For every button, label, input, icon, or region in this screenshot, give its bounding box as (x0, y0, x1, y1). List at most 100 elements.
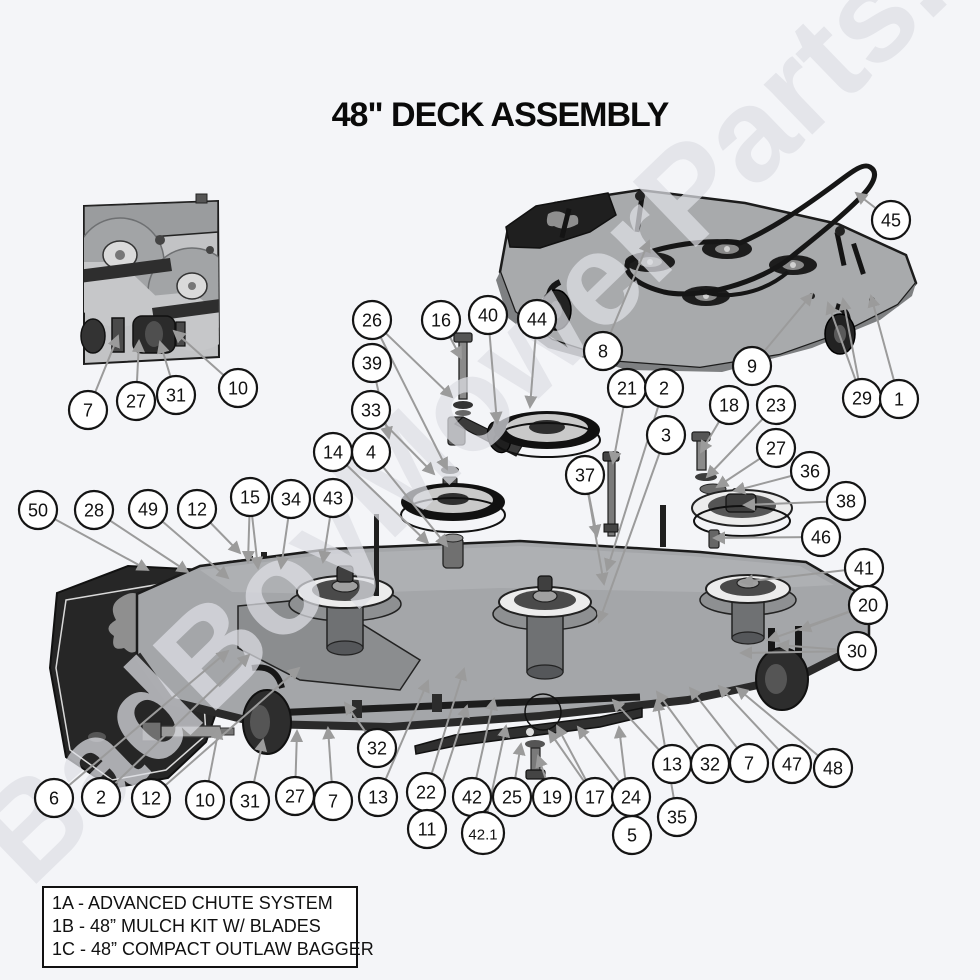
callout-23: 23 (755, 384, 797, 426)
svg-text:4: 4 (366, 443, 376, 463)
svg-text:10: 10 (228, 379, 248, 399)
callout-32: 32 (356, 727, 398, 769)
callout-35: 35 (656, 796, 698, 838)
callout-25: 25 (491, 776, 533, 818)
svg-text:27: 27 (126, 392, 146, 412)
callout-1: 1 (878, 378, 920, 420)
svg-text:9: 9 (747, 357, 757, 377)
callout-44: 44 (516, 298, 558, 340)
svg-text:50: 50 (28, 501, 48, 521)
callout-16: 16 (420, 299, 462, 341)
svg-text:13: 13 (368, 788, 388, 808)
leader-line-50 (37, 509, 150, 571)
svg-text:2: 2 (96, 788, 106, 808)
svg-text:32: 32 (700, 755, 720, 775)
svg-text:17: 17 (585, 788, 605, 808)
callout-28: 28 (73, 489, 115, 531)
svg-text:24: 24 (621, 788, 641, 808)
leader-line-13 (377, 679, 430, 798)
callout-41: 41 (843, 547, 885, 589)
svg-text:7: 7 (744, 754, 754, 774)
callout-38: 38 (825, 480, 867, 522)
legend-item-1c: 1C - 48” COMPACT OUTLAW BAGGER (52, 939, 374, 959)
callout-10: 10 (184, 779, 226, 821)
exploded-deck (48, 332, 871, 790)
callout-33: 33 (350, 389, 392, 431)
svg-text:36: 36 (800, 462, 820, 482)
svg-text:23: 23 (766, 396, 786, 416)
callout-30: 30 (836, 630, 878, 672)
page-title: 48" DECK ASSEMBLY (331, 96, 670, 134)
svg-text:12: 12 (187, 500, 207, 520)
callout-12: 12 (176, 488, 218, 530)
svg-text:48: 48 (823, 759, 843, 779)
callout-22: 22 (405, 771, 447, 813)
callout-46: 46 (800, 516, 842, 558)
callout-3: 3 (645, 414, 687, 456)
callout-5: 5 (611, 814, 653, 856)
svg-text:46: 46 (811, 528, 831, 548)
svg-text:20: 20 (858, 596, 878, 616)
svg-text:3: 3 (661, 426, 671, 446)
legend-item-1b: 1B - 48” MULCH KIT W/ BLADES (52, 916, 321, 936)
leader-line-22 (425, 667, 467, 793)
callout-6: 6 (33, 777, 75, 819)
callout-8: 8 (582, 330, 624, 372)
svg-text:37: 37 (575, 466, 595, 486)
callout-7: 7 (728, 742, 770, 784)
svg-text:7: 7 (328, 792, 338, 812)
leader-line-14 (332, 451, 430, 545)
callout-14: 14 (312, 431, 354, 473)
callout-34: 34 (270, 478, 312, 520)
svg-text:27: 27 (766, 439, 786, 459)
svg-text:10: 10 (195, 791, 215, 811)
callout-24: 24 (610, 776, 652, 818)
callout-27: 27 (755, 427, 797, 469)
callout-4: 4 (350, 431, 392, 473)
callout-2: 2 (80, 776, 122, 818)
callout-31: 31 (229, 780, 271, 822)
svg-text:8: 8 (598, 342, 608, 362)
callout-47: 47 (771, 743, 813, 785)
callout-13: 13 (651, 743, 693, 785)
svg-text:16: 16 (431, 311, 451, 331)
svg-text:12: 12 (141, 789, 161, 809)
callout-42.1: 42.1 (460, 810, 506, 856)
callout-7: 7 (312, 780, 354, 822)
svg-text:29: 29 (852, 389, 872, 409)
svg-text:42: 42 (462, 788, 482, 808)
callout-31: 31 (155, 374, 197, 416)
callout-10: 10 (217, 367, 259, 409)
svg-text:25: 25 (502, 788, 522, 808)
svg-text:31: 31 (166, 386, 186, 406)
callout-9: 9 (731, 345, 773, 387)
svg-text:47: 47 (782, 755, 802, 775)
callout-48: 48 (812, 747, 854, 789)
callout-7: 7 (67, 389, 109, 431)
leader-line-2 (604, 387, 665, 572)
leader-line-4 (370, 451, 449, 548)
svg-text:26: 26 (362, 311, 382, 331)
svg-text:30: 30 (847, 642, 867, 662)
callout-36: 36 (789, 450, 831, 492)
leader-line-48 (735, 686, 834, 769)
deck-illustration (48, 163, 918, 790)
callout-39: 39 (351, 342, 393, 384)
svg-text:32: 32 (367, 739, 387, 759)
svg-text:14: 14 (323, 443, 343, 463)
callout-17: 17 (574, 776, 616, 818)
svg-text:41: 41 (854, 559, 874, 579)
legend-box: 1A - ADVANCED CHUTE SYSTEM 1B - 48” MULC… (42, 886, 374, 968)
leader-line-41 (740, 567, 865, 588)
callout-43: 43 (312, 477, 354, 519)
svg-text:35: 35 (667, 808, 687, 828)
svg-text:43: 43 (323, 489, 343, 509)
callout-32: 32 (689, 743, 731, 785)
svg-text:42.1: 42.1 (468, 827, 497, 844)
callout-12: 12 (130, 777, 172, 819)
callout-11: 11 (406, 808, 448, 850)
svg-text:27: 27 (285, 787, 305, 807)
svg-text:15: 15 (240, 488, 260, 508)
svg-text:13: 13 (662, 755, 682, 775)
